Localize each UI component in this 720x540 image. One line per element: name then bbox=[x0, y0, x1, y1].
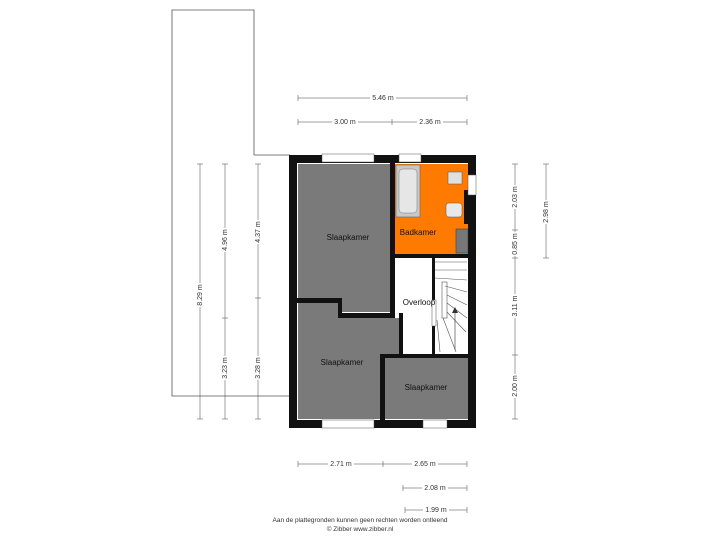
stairs-icon bbox=[434, 261, 468, 353]
railing bbox=[431, 299, 437, 327]
dim-right-inner-2: 0.85 m bbox=[512, 233, 519, 255]
windows bbox=[321, 153, 477, 429]
roof-outline bbox=[171, 9, 290, 397]
interior-wall bbox=[390, 163, 395, 319]
dim-right-outer: 2.98 m bbox=[543, 201, 550, 223]
stair-arrowhead bbox=[452, 307, 458, 313]
sink-icon bbox=[447, 171, 463, 185]
dim-top-right: 2.36 m bbox=[419, 119, 441, 126]
bedroom-bottom-right-area bbox=[385, 358, 468, 419]
copyright: © Zibber www.zibber.nl bbox=[326, 526, 394, 533]
dim-left-inner-lower: 3.28 m bbox=[255, 357, 262, 379]
room-label-bedroom-top: Slaapkamer bbox=[327, 233, 370, 242]
dim-left-outer: 8.29 m bbox=[197, 284, 204, 306]
room-label-landing: Overloop bbox=[403, 298, 436, 307]
dim-right-inner-4: 2.00 m bbox=[512, 375, 519, 397]
dim-left-mid-lower: 3.23 m bbox=[222, 357, 229, 379]
disclaimer: Aan de plattegronden kunnen geen rechten… bbox=[272, 517, 448, 524]
room-label-bedroom-bottom-left: Slaapkamer bbox=[321, 358, 364, 367]
dim-left-inner-upper: 4.37 m bbox=[255, 221, 262, 243]
interior-wall bbox=[399, 313, 403, 357]
cabinet-icon bbox=[455, 228, 469, 254]
bedroom-bottom-left-area bbox=[298, 303, 400, 419]
shower-wall bbox=[464, 190, 468, 224]
dim-right-inner-3: 3.11 m bbox=[512, 295, 519, 316]
dim-top-left: 3.00 m bbox=[334, 119, 356, 126]
bedroom-top-area bbox=[298, 164, 390, 312]
interior-wall bbox=[395, 254, 476, 258]
dim-bottom-3: 1.99 m bbox=[425, 507, 447, 514]
dim-left-mid-upper: 4.96 m bbox=[222, 229, 229, 251]
interior-wall bbox=[382, 354, 476, 358]
dim-bottom-left: 2.71 m bbox=[330, 461, 352, 468]
room-label-bedroom-bottom-right: Slaapkamer bbox=[405, 383, 448, 392]
dim-top-total: 5.46 m bbox=[372, 95, 394, 102]
toilet-icon bbox=[445, 202, 463, 218]
bathtub-inner bbox=[398, 168, 418, 214]
dim-right-inner-1: 2.03 m bbox=[512, 186, 519, 208]
dim-bottom-right: 2.65 m bbox=[414, 461, 436, 468]
interior-wall bbox=[380, 354, 385, 420]
dim-bottom-2: 2.08 m bbox=[424, 485, 446, 492]
room-label-bathroom: Badkamer bbox=[400, 228, 437, 237]
